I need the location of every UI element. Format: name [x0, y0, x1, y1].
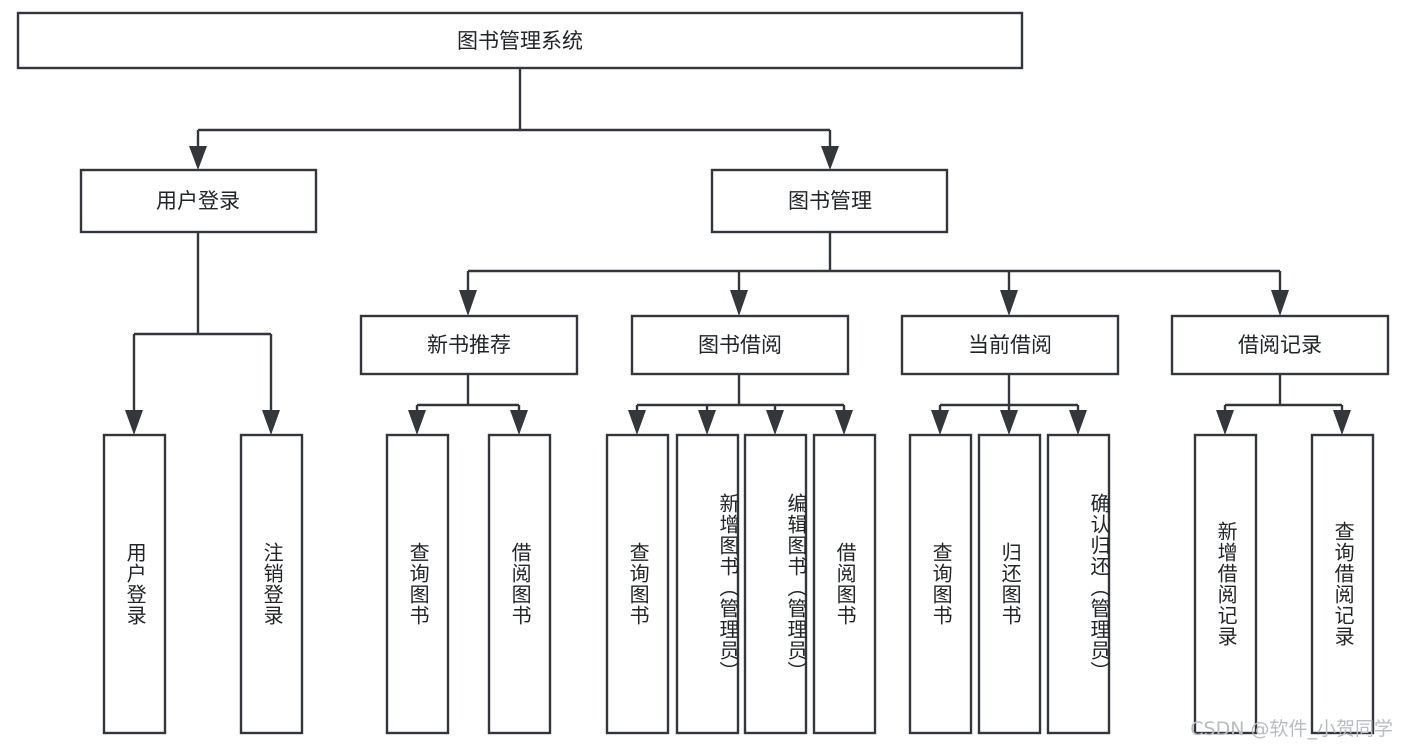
node-root-label: 图书管理系统 — [457, 29, 583, 53]
arrow-leaf-return-book — [1000, 410, 1018, 435]
node-borrow-record[interactable]: 借阅记录 — [1170, 314, 1390, 376]
leaf-add-record-box[interactable] — [1193, 433, 1258, 735]
leaf-return-book-box[interactable] — [977, 433, 1042, 735]
node-borrow-record-label: 借阅记录 — [1238, 333, 1322, 357]
arrow-to-new-book-recommend — [459, 290, 477, 316]
leaf-query-book-2-box[interactable] — [605, 433, 670, 735]
node-new-book-recommend-box[interactable] — [359, 314, 579, 376]
node-user-login-label: 用户登录 — [156, 189, 240, 213]
node-book-management[interactable]: 图书管理 — [710, 168, 949, 234]
node-user-login-box[interactable] — [79, 168, 318, 234]
arrow-leaf-query-book-2 — [628, 410, 646, 435]
node-book-management-box[interactable] — [710, 168, 949, 234]
arrow-leaf-edit-book — [766, 410, 784, 435]
arrow-leaf-user-logout — [262, 410, 280, 435]
arrow-leaf-query-book-3 — [931, 410, 949, 435]
leaf-query-book-1-box[interactable] — [385, 433, 450, 735]
node-current-borrow-box[interactable] — [900, 314, 1120, 376]
node-root[interactable]: 图书管理系统 — [16, 11, 1024, 70]
leaf-borrow-book-1-box[interactable] — [487, 433, 552, 735]
arrow-leaf-query-book-1 — [408, 410, 426, 435]
node-book-borrow[interactable]: 图书借阅 — [630, 314, 850, 376]
arrow-to-user-login — [189, 146, 207, 170]
node-new-book-recommend[interactable]: 新书推荐 — [359, 314, 579, 376]
arrow-leaf-add-book — [698, 410, 716, 435]
arrow-leaf-add-record — [1216, 410, 1234, 435]
node-book-management-label: 图书管理 — [788, 189, 872, 213]
leaf-confirm-return-box[interactable] — [1046, 433, 1111, 735]
arrow-leaf-confirm-return — [1069, 410, 1087, 435]
node-book-borrow-box[interactable] — [630, 314, 850, 376]
leaf-query-book-3-box[interactable] — [908, 433, 973, 735]
leaf-box-layer — [102, 433, 1375, 735]
node-book-borrow-label: 图书借阅 — [698, 333, 782, 357]
node-root-box[interactable] — [16, 11, 1024, 70]
leaf-borrow-book-2-box[interactable] — [812, 433, 877, 735]
arrow-to-current-borrow — [1000, 290, 1018, 316]
arrow-to-book-borrow — [730, 290, 748, 316]
arrow-to-book-management — [821, 146, 839, 170]
arrow-leaf-borrow-book-2 — [835, 410, 853, 435]
leaf-user-logout-box[interactable] — [239, 433, 304, 735]
leaf-edit-book-box[interactable] — [743, 433, 808, 735]
node-current-borrow[interactable]: 当前借阅 — [900, 314, 1120, 376]
arrow-leaf-user-login — [125, 410, 143, 435]
leaf-query-record-box[interactable] — [1310, 433, 1375, 735]
node-borrow-record-box[interactable] — [1170, 314, 1390, 376]
arrow-leaf-query-record — [1333, 410, 1351, 435]
leaf-user-login-box[interactable] — [102, 433, 167, 735]
arrow-to-borrow-record — [1271, 290, 1289, 316]
node-current-borrow-label: 当前借阅 — [968, 333, 1052, 357]
leaf-add-book-box[interactable] — [675, 433, 740, 735]
node-user-login[interactable]: 用户登录 — [79, 168, 318, 234]
arrow-leaf-borrow-book-1 — [510, 410, 528, 435]
node-new-book-recommend-label: 新书推荐 — [427, 333, 511, 357]
csdn-watermark: CSDN @软件_小贺同学 — [1190, 718, 1393, 740]
connector-layer — [125, 69, 1351, 435]
